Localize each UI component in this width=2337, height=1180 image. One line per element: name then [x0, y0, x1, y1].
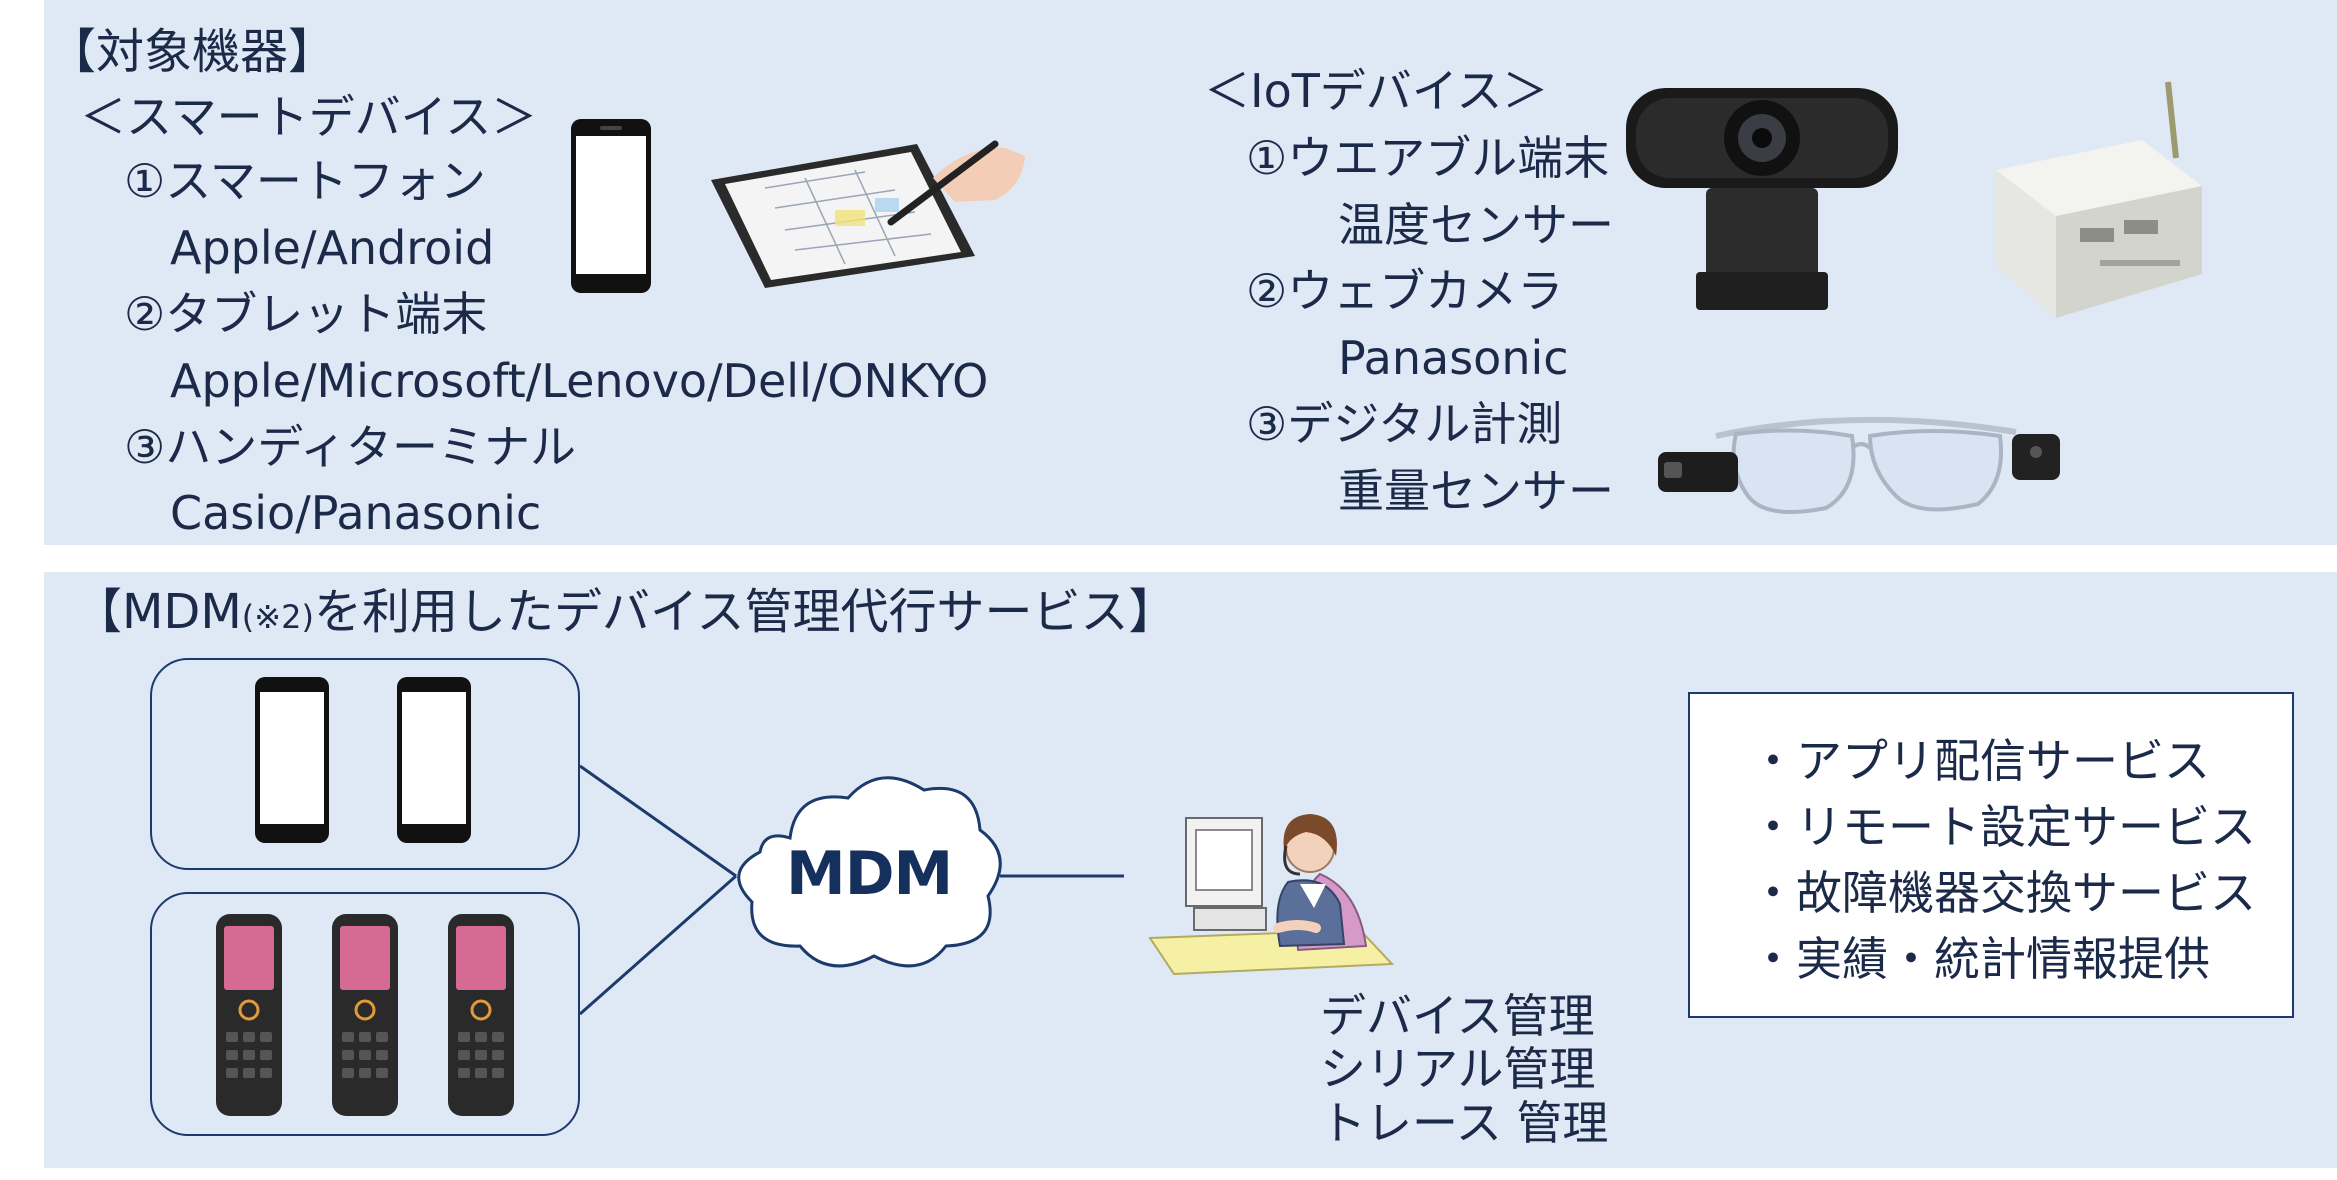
- handy-terminal-image: [332, 914, 398, 1116]
- handy-terminal-makers: Casio/Panasonic: [170, 486, 542, 540]
- digital-measure-label: ③デジタル計測: [1246, 397, 1563, 451]
- mdm-service-heading: 【MDM(※2)を利用したデバイス管理代行サービス】: [74, 588, 1177, 636]
- wearable-label: ①ウエアブル端末: [1246, 131, 1610, 185]
- smartphone-image: [571, 119, 651, 293]
- smart-glasses-image: [1658, 416, 2060, 514]
- smartphone-makers: Apple/Android: [170, 221, 495, 275]
- service-device-replacement: ・故障機器交換サービス: [1750, 866, 2256, 920]
- handy-terminal-label: ③ハンディターミナル: [124, 420, 577, 474]
- iot-devices-title: ＜IoTデバイス＞: [1204, 64, 1549, 118]
- tablet-label: ②タブレット端末: [124, 287, 488, 341]
- mdm-heading-note: (※2): [241, 598, 314, 636]
- digital-measure-sub: 重量センサー: [1338, 464, 1614, 518]
- smartphone-group-box: [150, 658, 580, 870]
- sensor-box-image: [1996, 81, 2202, 318]
- webcam-sub: Panasonic: [1338, 331, 1569, 385]
- smartphone-label: ①スマートフォン: [124, 154, 486, 208]
- tablet-pen-image: [711, 140, 1025, 288]
- handy-terminal-image: [448, 914, 514, 1116]
- service-remote-config: ・リモート設定サービス: [1750, 800, 2256, 854]
- webcam-image: [1626, 88, 1898, 310]
- service-app-distribution: ・アプリ配信サービス: [1750, 734, 2210, 788]
- mdm-cloud: [737, 776, 1002, 968]
- smart-devices-title: ＜スマートデバイス＞: [80, 90, 538, 144]
- webcam-label: ②ウェブカメラ: [1246, 264, 1564, 318]
- service-statistics: ・実績・統計情報提供: [1750, 932, 2210, 986]
- target-devices-heading: 【対象機器】: [48, 24, 337, 80]
- tablet-makers: Apple/Microsoft/Lenovo/Dell/ONKYO: [170, 354, 989, 408]
- operator-image: [1148, 814, 1395, 976]
- wearable-sub: 温度センサー: [1338, 198, 1614, 252]
- mdm-cloud-label: MDM: [786, 839, 953, 909]
- smartphone-image: [255, 677, 329, 843]
- operator-task-serial: シリアル管理: [1320, 1042, 1596, 1096]
- services-box: ・アプリ配信サービス ・リモート設定サービス ・故障機器交換サービス ・実績・統…: [1688, 692, 2294, 1018]
- operator-task-device: デバイス管理: [1320, 989, 1595, 1043]
- handy-terminal-image: [216, 914, 282, 1116]
- smartphone-image: [397, 677, 471, 843]
- mdm-heading-post: を利用したデバイス管理代行サービス】: [313, 584, 1177, 640]
- operator-task-trace: トレース 管理: [1320, 1096, 1609, 1150]
- mdm-heading-pre: 【MDM: [74, 584, 242, 640]
